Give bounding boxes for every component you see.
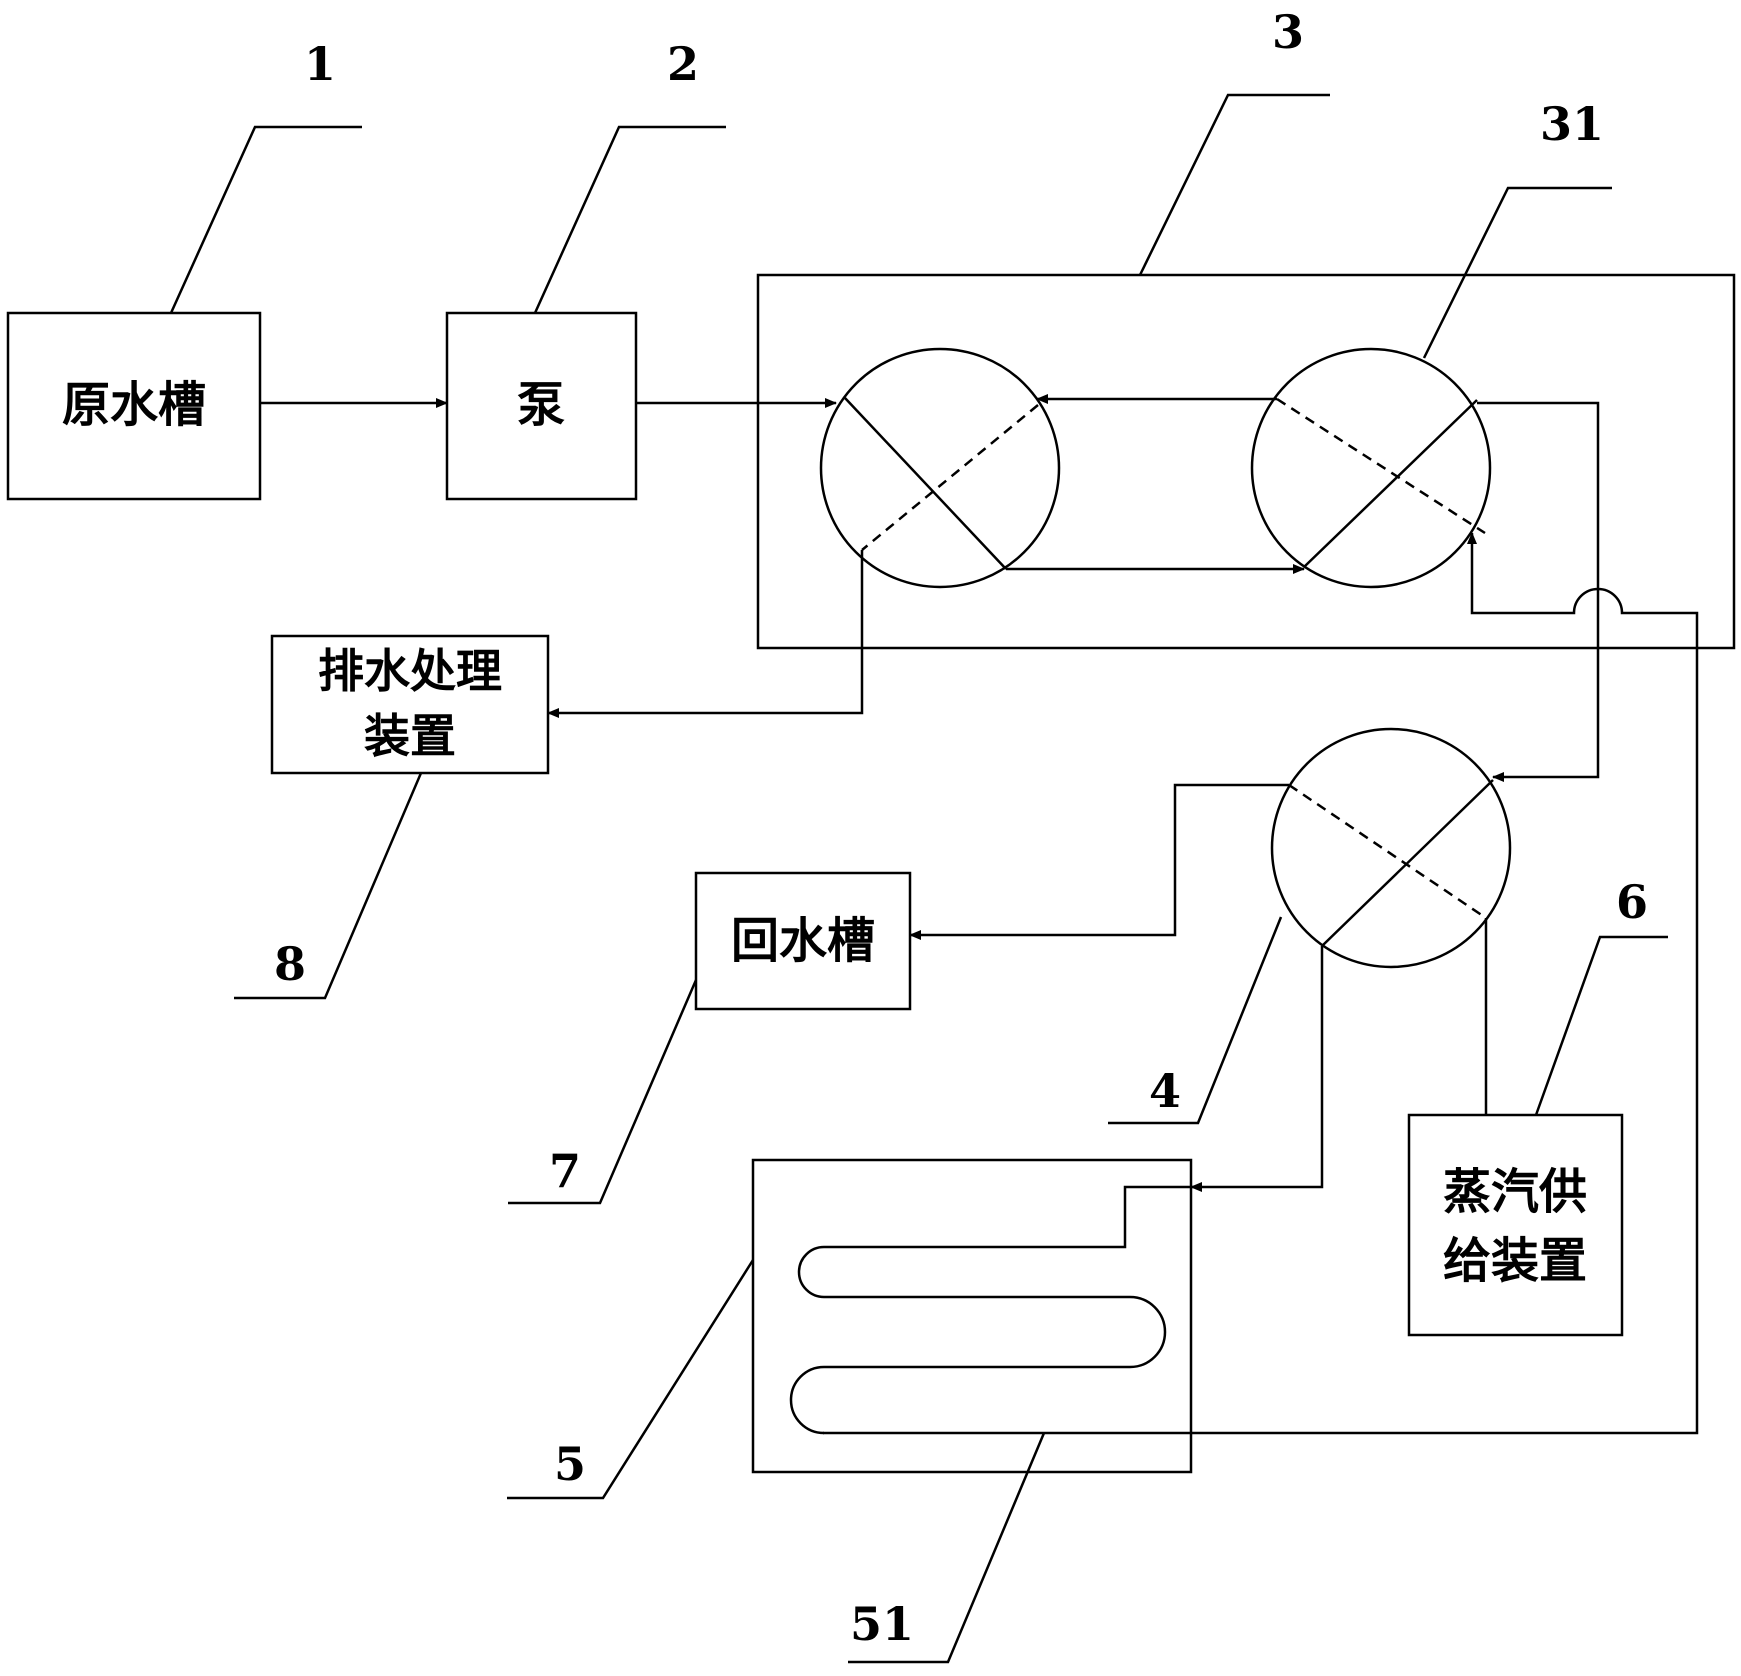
callout-31: 31 xyxy=(1540,97,1604,151)
callout-3: 3 xyxy=(1272,5,1304,59)
leader-8 xyxy=(234,772,423,1000)
coil-51 xyxy=(789,1185,1191,1435)
callout-2: 2 xyxy=(667,37,699,91)
raw-tank-label: 原水槽 xyxy=(62,377,206,433)
exchanger-4-solid-path xyxy=(1321,779,1494,947)
steam-supply-box xyxy=(1407,1113,1624,1337)
flow-exchanger-4-to-return xyxy=(909,783,1289,940)
heat-exchanger-left xyxy=(819,347,1061,589)
leader-51 xyxy=(848,1432,1046,1664)
leader-31 xyxy=(1422,186,1612,359)
callout-1: 1 xyxy=(304,37,336,91)
leader-3 xyxy=(1138,93,1330,276)
leader-7 xyxy=(508,979,698,1205)
callout-8: 8 xyxy=(274,937,306,991)
flow-to-drain xyxy=(547,550,864,718)
raw-tank-box xyxy=(6,311,262,501)
flow-31-to-exchanger-4 xyxy=(1477,401,1600,782)
pump-label: 泵 xyxy=(517,377,565,433)
leader-4 xyxy=(1108,916,1283,1125)
steam-supply-label-line1: 蒸汽供 xyxy=(1443,1164,1587,1220)
callout-5: 5 xyxy=(554,1437,586,1491)
drain-treatment-label-line1: 排水处理 xyxy=(318,644,502,698)
exchanger-left-dashed-path xyxy=(861,404,1039,551)
flow-exchanger-4-to-tank-5 xyxy=(1190,946,1324,1192)
callout-6: 6 xyxy=(1616,875,1648,929)
leader-1 xyxy=(169,125,362,314)
exchanger-31-solid-path xyxy=(1303,399,1478,568)
steam-supply-label-line2: 给装置 xyxy=(1443,1233,1587,1289)
exchanger-4-dashed-path xyxy=(1288,783,1487,920)
drain-treatment-box xyxy=(270,634,550,775)
exchanger-31-dashed-path xyxy=(1276,397,1486,535)
callout-51: 51 xyxy=(850,1597,914,1651)
exchanger-left-solid-path xyxy=(844,397,1007,570)
flow-coil-to-31 xyxy=(823,532,1699,1435)
heat-exchanger-31 xyxy=(1250,347,1492,589)
drain-treatment-label-line2: 装置 xyxy=(364,709,456,763)
return-tank-box xyxy=(694,871,912,1011)
callout-7: 7 xyxy=(549,1144,581,1198)
heat-exchange-unit-box xyxy=(756,273,1736,650)
tank-5-box xyxy=(751,1158,1193,1474)
leader-2 xyxy=(533,125,726,314)
return-tank-label: 回水槽 xyxy=(731,913,875,969)
leader-5 xyxy=(507,1259,755,1500)
callout-4: 4 xyxy=(1149,1064,1181,1118)
heat-exchanger-4 xyxy=(1270,727,1512,969)
leader-6 xyxy=(1534,935,1668,1116)
